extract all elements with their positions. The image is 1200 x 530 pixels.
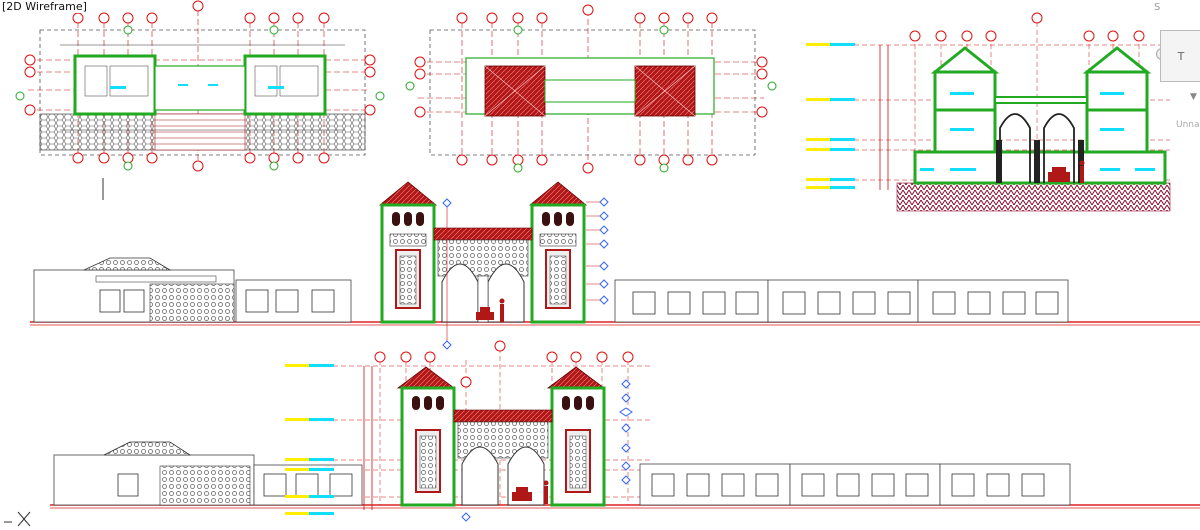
roof-plan-view[interactable] <box>405 4 777 174</box>
ucs-cross-icon <box>4 511 31 527</box>
chevron-down-icon[interactable]: ▼ <box>1190 92 1197 102</box>
compass-south-icon[interactable]: S <box>1154 2 1161 13</box>
wcs-menu[interactable]: Unna <box>1176 120 1200 130</box>
plan-view-1[interactable] <box>15 0 385 172</box>
front-elevation-1[interactable] <box>30 181 1200 350</box>
viewport-label[interactable]: [2D Wireframe] <box>0 0 89 13</box>
section-view[interactable] <box>806 12 1171 212</box>
viewcube-top-face[interactable]: T <box>1160 30 1200 82</box>
front-elevation-2[interactable] <box>50 340 1200 522</box>
viewcube[interactable]: S T ▼ Unna <box>1152 0 1200 150</box>
